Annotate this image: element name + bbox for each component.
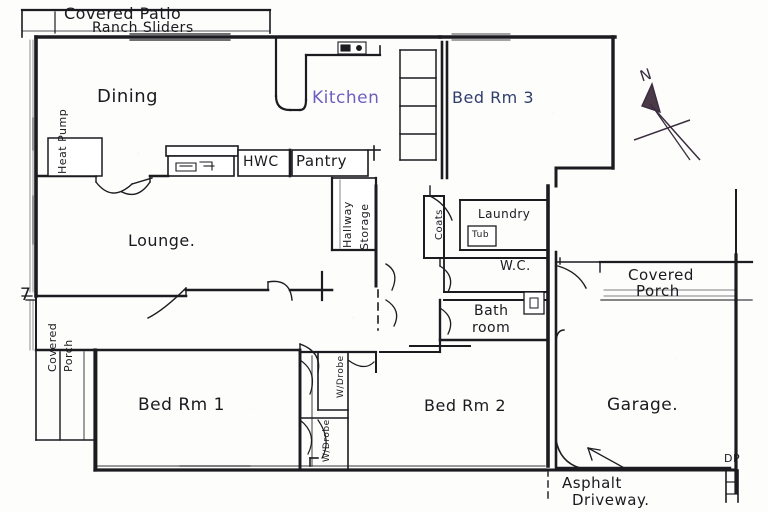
label-pantry: Pantry <box>296 152 347 170</box>
label-tub: Tub <box>472 230 490 240</box>
label-covered-porch-right-line1: Covered <box>628 266 694 284</box>
label-coats: Coats <box>434 209 445 240</box>
left-wall-hatch <box>29 39 34 351</box>
heat-pump-box <box>47 137 103 177</box>
label-covered-porch-right-line2: Porch <box>636 282 680 300</box>
closet-shelving <box>399 40 449 180</box>
label-bath-room: room <box>472 320 511 336</box>
garage-walls <box>546 184 601 469</box>
door-swings-central <box>147 280 320 373</box>
label-driveway: Driveway. <box>572 491 650 509</box>
kitchen-sink-symbol <box>337 41 367 55</box>
label-wc: W.C. <box>500 259 531 274</box>
label-heat-pump-line1: Heat Pump <box>56 108 69 174</box>
label-bed-rm-1: Bed Rm 1 <box>138 395 225 415</box>
label-asphalt: Asphalt <box>562 474 622 492</box>
bedroom2-walls <box>347 338 442 373</box>
label-dining: Dining <box>97 86 159 107</box>
label-covered-porch-left-line1: Covered <box>46 322 59 372</box>
window-openings <box>32 33 737 467</box>
label-bath: Bath <box>474 303 509 319</box>
label-wardrobe-lower: W/Drobe <box>322 419 332 462</box>
door-swing-lounge-dining <box>95 175 153 196</box>
porch-slab-lines <box>603 289 737 297</box>
label-downpipe: DP <box>724 452 741 465</box>
label-garage: Garage. <box>607 395 679 415</box>
kitchen-partition <box>274 35 382 112</box>
label-bed-rm-3: Bed Rm 3 <box>452 88 535 107</box>
left-edge-ticks <box>21 295 37 301</box>
label-storage: Storage <box>358 203 371 250</box>
label-wardrobe-upper: W/Drobe <box>336 355 346 398</box>
label-hwc: HWC <box>243 154 279 170</box>
label-edge-marker: 7 <box>20 285 32 305</box>
label-kitchen: Kitchen <box>312 88 380 108</box>
left-covered-porch <box>35 349 96 441</box>
label-hallway: Hallway <box>341 201 354 248</box>
label-lounge: Lounge. <box>128 231 196 250</box>
porch-entry-door <box>557 257 587 289</box>
hallway-storage-closet <box>330 176 378 252</box>
ranch-slider-opening <box>129 33 231 41</box>
driveway-lines <box>94 447 739 503</box>
label-ranch-sliders: Ranch Sliders <box>92 20 194 36</box>
wardrobe-block <box>299 351 375 471</box>
label-laundry: Laundry <box>478 207 531 221</box>
label-bed-rm-2: Bed Rm 2 <box>424 396 507 415</box>
covered-patio-outline <box>20 8 272 38</box>
central-hallway-walls <box>34 184 471 472</box>
label-covered-porch-left-line2: Porch <box>62 339 75 372</box>
label-covered-patio: Covered Patio <box>64 4 182 23</box>
bench-hwc-pantry-row <box>165 145 381 178</box>
north-arrow <box>633 81 701 161</box>
